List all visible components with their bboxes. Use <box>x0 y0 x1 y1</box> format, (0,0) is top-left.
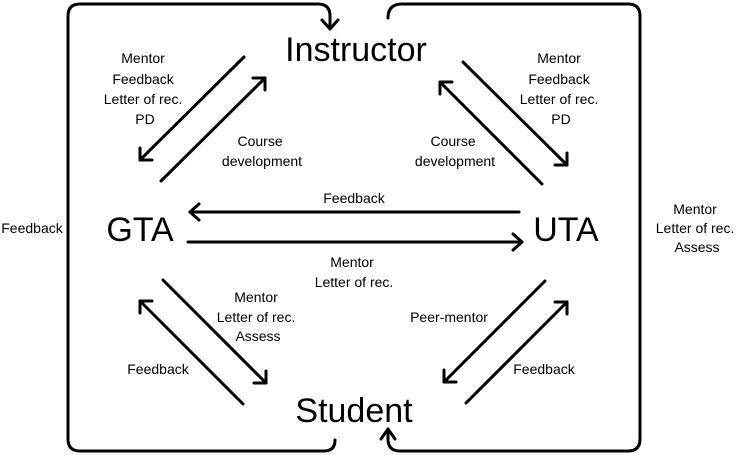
arrowhead-instructor-to-gta <box>138 146 154 162</box>
label-uta-to-gta: Feedback <box>323 190 385 206</box>
label-student-to-uta: Feedback <box>513 361 575 377</box>
label-instructor-to-uta: Mentor Feedback Letter of rec. PD <box>520 50 602 127</box>
arrow-uta-to-student <box>442 279 547 384</box>
node-instructor: Instructor <box>285 31 427 69</box>
arrowhead-instructor-to-uta <box>553 151 569 167</box>
arrowhead-gta-to-instructor <box>251 76 267 92</box>
node-uta: UTA <box>533 211 599 249</box>
label-gta-to-instructor: Course development <box>222 133 302 169</box>
arrow-gta-to-student <box>161 278 268 385</box>
label-student-to-gta: Feedback <box>127 361 189 377</box>
arrow-instructor-to-uta <box>461 60 569 167</box>
arrowhead-gta-to-uta <box>511 232 524 252</box>
label-gta-to-uta: Mentor Letter of rec. <box>315 254 394 290</box>
label-gta-to-student: Mentor Letter of rec. Assess <box>217 289 299 344</box>
arrowhead-gta-to-student <box>252 369 268 385</box>
label-instructor-to-gta: Mentor Feedback Letter of rec. PD <box>104 50 186 127</box>
arrow-student-to-uta <box>464 300 569 405</box>
arrow-instructor-to-gta <box>138 55 246 162</box>
arrow-gta-to-instructor <box>159 76 267 183</box>
outer-right-arrowhead <box>379 427 397 441</box>
arrow-uta-to-instructor <box>438 80 544 186</box>
outer-left-loop <box>66 2 337 453</box>
arrowhead-uta-to-instructor <box>438 80 454 96</box>
label-outer-left: Feedback <box>1 220 63 236</box>
arrowhead-student-to-gta <box>138 299 154 315</box>
node-student: Student <box>295 392 413 430</box>
label-outer-right: Mentor Letter of rec. Assess <box>656 201 738 255</box>
label-uta-to-instructor: Course development <box>415 133 495 169</box>
label-uta-to-student: Peer-mentor <box>410 309 488 325</box>
node-gta: GTA <box>106 211 174 249</box>
arrowhead-uta-to-gta <box>188 202 201 222</box>
arrowhead-uta-to-student <box>442 368 458 384</box>
arrow-student-to-gta <box>138 299 245 406</box>
outer-left-arrowhead <box>320 18 340 31</box>
arrowhead-student-to-uta <box>553 300 569 316</box>
outer-right-loop <box>386 2 642 453</box>
